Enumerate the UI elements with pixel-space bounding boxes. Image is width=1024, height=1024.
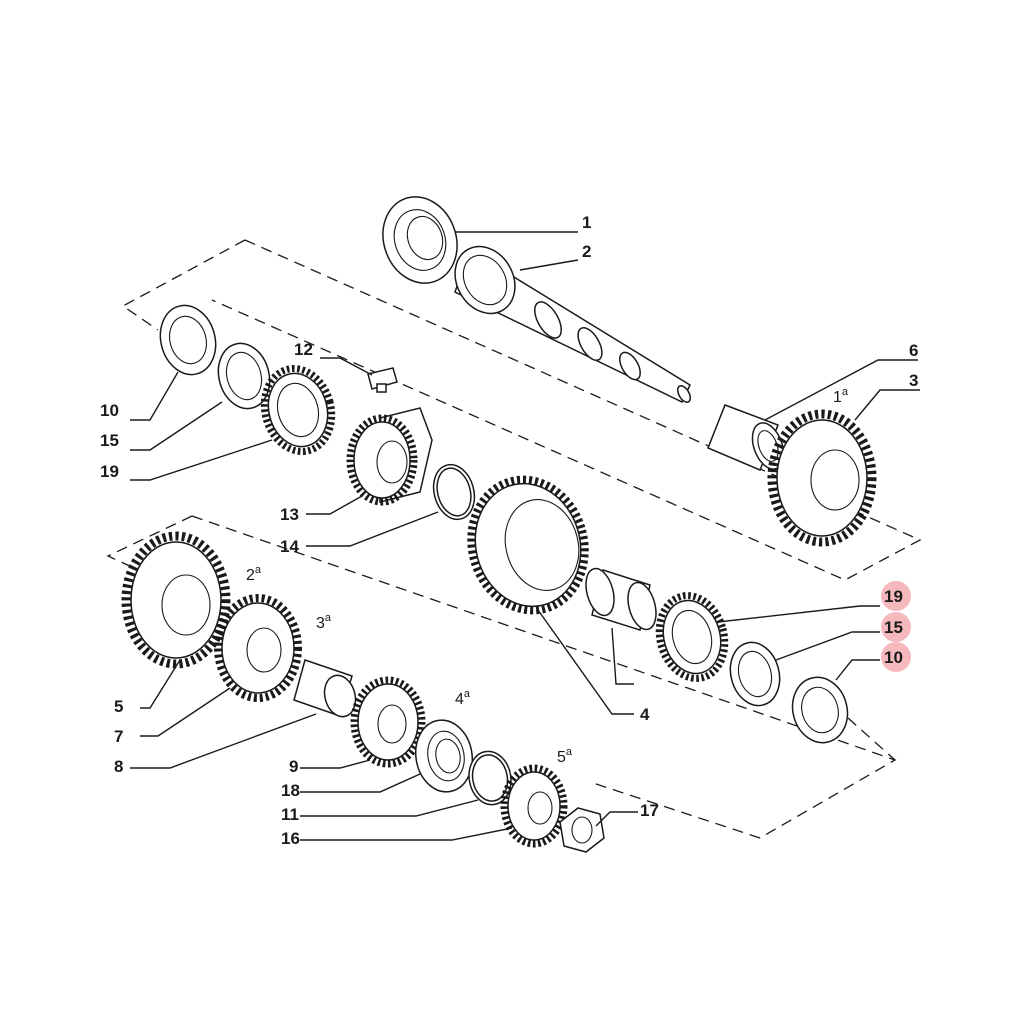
callout-label: 3 — [909, 371, 918, 390]
snap-ring-part-11 — [468, 750, 512, 806]
callout-labels: 1 2 6 3 12 10 15 19 13 14 5 7 8 9 18 11 … — [100, 213, 918, 848]
bushing-part-8 — [293, 659, 357, 718]
upper-assembly-boundary — [121, 239, 922, 581]
gear-part-9 — [350, 676, 426, 768]
gear-speed-label: 4a — [455, 688, 471, 708]
callout-label: 8 — [114, 757, 123, 776]
callout-label: 9 — [289, 757, 298, 776]
bearing-part-1 — [382, 196, 458, 284]
sleeve-gear-part-4 — [467, 475, 589, 615]
highlight-marker-15 — [881, 612, 911, 642]
callout-label: 7 — [114, 727, 123, 746]
needle-bearing-part-6-top — [707, 404, 785, 471]
input-shaft-part-2 — [454, 245, 691, 404]
gear-part-7 — [214, 594, 302, 702]
gear-speed-label: 1a — [833, 386, 849, 406]
callout-label: 13 — [280, 505, 299, 524]
callout-label: 15 — [884, 618, 903, 637]
highlight-marker-19 — [881, 581, 911, 611]
gear-part-16 — [500, 764, 568, 848]
hub-part-10-top — [159, 304, 217, 376]
callout-label: 14 — [280, 537, 299, 556]
gear-speed-label: 3a — [316, 612, 332, 632]
callout-label: 5 — [114, 697, 123, 716]
callout-label: 6 — [909, 341, 918, 360]
callout-label: 4 — [640, 705, 650, 724]
callout-label: 2 — [582, 242, 591, 261]
gear-speed-label: 2a — [246, 564, 262, 584]
synchro-ring-part-19-bottom — [655, 592, 729, 682]
hub-part-10-bottom — [791, 676, 849, 744]
sliding-block-part-12 — [367, 367, 398, 393]
callout-label: 19 — [100, 462, 119, 481]
snap-ring-part-14 — [432, 463, 476, 521]
callout-label: 10 — [884, 648, 903, 667]
synchro-hub-part-13 — [346, 407, 433, 506]
gear-speed-labels: 1a 2a 3a 4a 5a — [246, 386, 849, 766]
lower-assembly-boundary — [106, 515, 897, 839]
callout-label: 12 — [294, 340, 313, 359]
gear-speed-label: 5a — [557, 746, 573, 766]
callout-label: 11 — [281, 805, 299, 824]
gear-part-5 — [121, 531, 231, 669]
synchro-ring-part-19-top — [260, 365, 336, 455]
gear-part-3 — [767, 409, 877, 547]
nut-part-17 — [559, 807, 605, 853]
callout-label: 15 — [100, 431, 119, 450]
callout-label: 10 — [100, 401, 119, 420]
callout-label: 18 — [281, 781, 300, 800]
callout-label: 17 — [640, 801, 659, 820]
ring-part-15-top — [217, 342, 271, 410]
highlight-marker-10 — [881, 642, 911, 672]
leader-lines — [130, 231, 920, 841]
needle-bearing-part-6-bottom — [585, 567, 657, 631]
ring-part-15-bottom — [729, 641, 781, 707]
bearing-part-18 — [414, 719, 474, 793]
callout-label: 1 — [582, 213, 591, 232]
callout-label: 19 — [884, 587, 903, 606]
callout-label: 16 — [281, 829, 300, 848]
